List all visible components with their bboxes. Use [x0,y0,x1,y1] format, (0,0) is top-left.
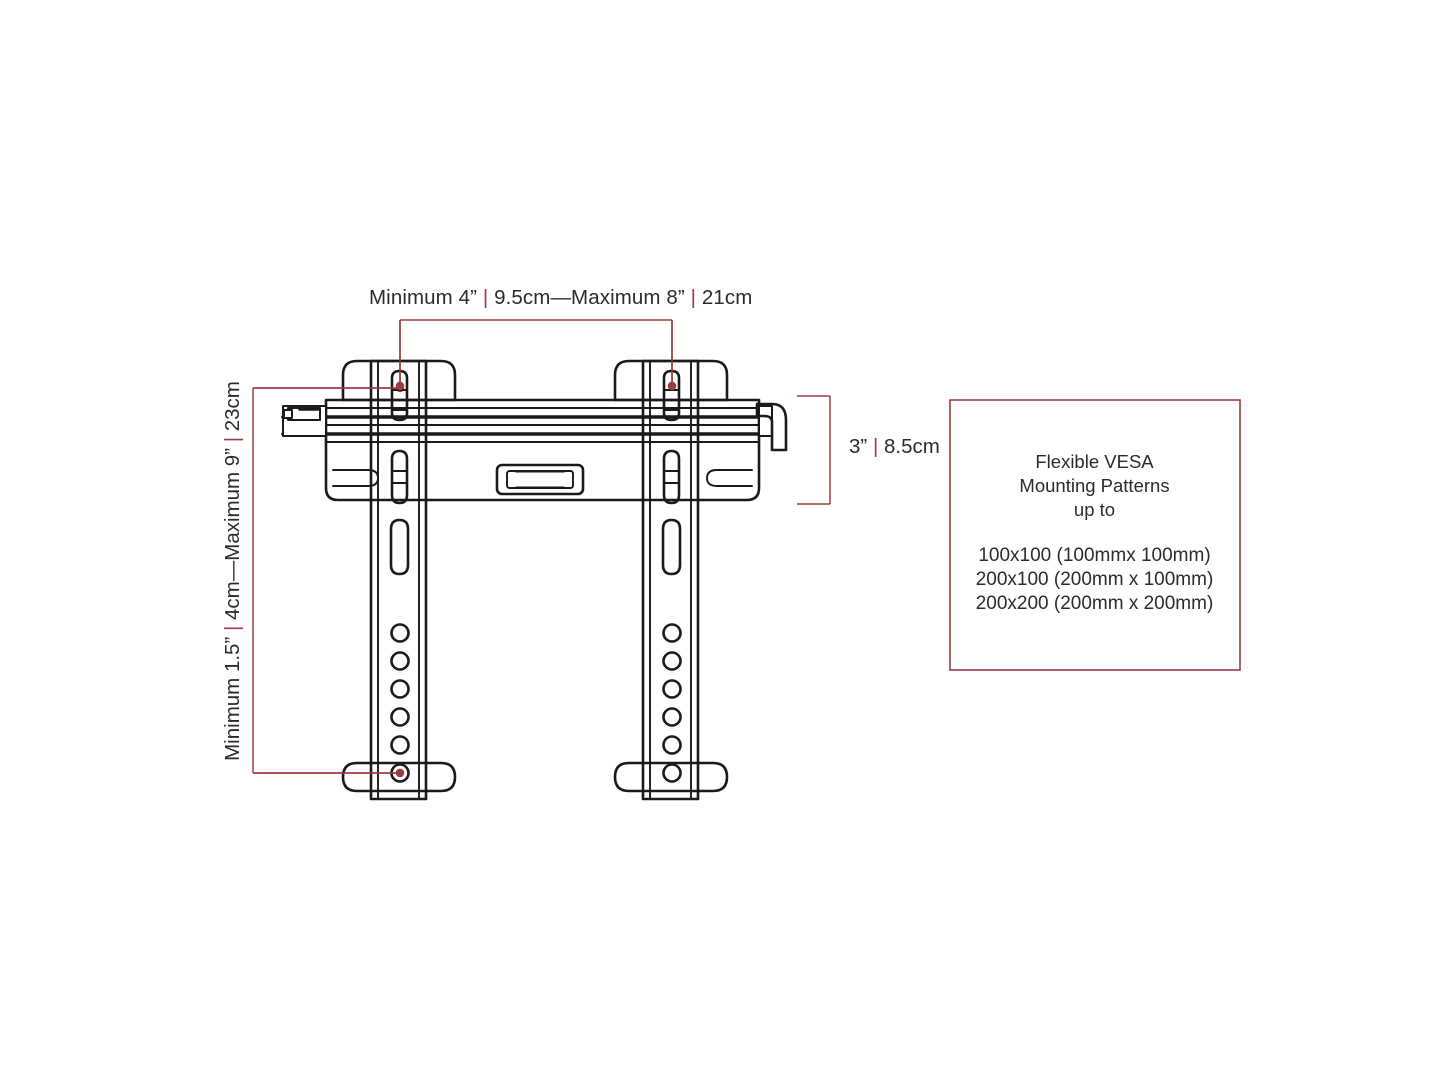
right-rail-hole-4 [662,707,682,727]
plate-rail-right-end [758,405,773,437]
left-rail-hole-5 [390,735,410,755]
horizontal-dim-min-metric: 9.5cm [494,286,551,309]
left-rail-top-cap [341,359,457,402]
bubble-level [495,463,585,496]
hook-body [755,402,788,452]
locking-pin [283,407,321,421]
left-rail-slot-middle [390,449,409,505]
right-vertical-rail [613,359,729,801]
vesa-line-1: Flexible VESA [1035,451,1154,472]
horizontal-dim-max: Maximum 8” [571,286,685,309]
vesa-pattern-item: 200x100 (200mm x 100mm) [975,569,1214,590]
horizontal-dim-dash: — [550,286,572,309]
vertical-dim-min: Minimum 1.5” [220,636,244,761]
dimension-markers-overlay [253,320,677,778]
horizontal-dim-max-metric: 21cm [701,286,753,309]
right-rail-bottom-cap [613,761,729,793]
vertical-dim-max: Maximum 9” [220,447,244,561]
right-rail-hole-2 [662,651,682,671]
safety-hook [755,402,788,452]
right-rail-top-cap [613,359,729,402]
level-housing [495,463,585,496]
right-rail-body [641,359,700,801]
vertical-dim-min-metric: 4cm [220,581,244,620]
right-rail-hole-3 [662,679,682,699]
right-rail-hole-1 [662,623,682,643]
vesa-pattern-item: 100x100 (100mmx 100mm) [978,545,1211,566]
left-rail-bottom-cap [341,761,457,793]
left-rail-hole-4 [390,707,410,727]
left-rail-hole-1 [390,623,410,643]
right-rail-hole-6 [662,763,682,783]
vesa-line-2: Mounting Patterns [1019,475,1170,496]
depth-dim-imperial: 3” [849,435,868,458]
vesa-pattern-list: 100x100 (100mmx 100mm) 200x100 (200mm x … [952,544,1237,616]
vertical-dim-max-metric: 23cm [220,381,244,432]
depth-dim-metric: 8.5cm [883,435,940,458]
depth-dim-sep: | [872,435,879,458]
vesa-line-3: up to [1073,499,1116,520]
vesa-pattern-item: 200x200 (200mm x 200mm) [975,593,1214,614]
vertical-dim-sep-1: | [220,625,244,632]
horizontal-dimension-label: Minimum 4” | 9.5cm—Maximum 8” | 21cm [369,286,753,309]
horizontal-dim-sep-2: | [690,286,697,309]
vertical-dim-sep-2: | [220,436,244,443]
horizontal-dim-sep-1: | [482,286,489,309]
right-rail-hole-5 [662,735,682,755]
depth-dimension-label: 3” | 8.5cm [849,435,940,458]
pin-head [283,409,293,419]
left-vertical-rail [341,359,457,801]
vesa-info-box: Flexible VESA Mounting Patterns up to 10… [952,450,1237,616]
vertical-dim-dash: — [220,560,244,582]
left-rail-body [369,359,428,801]
right-rail-slot-long [661,518,682,576]
vertical-dimension-label: Minimum 1.5” | 4cm—Maximum 9” | 23cm [220,381,244,761]
right-rail-slot-top [662,369,681,422]
plate-right-keyhole [706,469,753,487]
left-rail-hole-2 [390,651,410,671]
vesa-info-box-border [949,399,1241,671]
horizontal-dim-min: Minimum 4” [369,286,478,309]
left-rail-slot-long [389,518,410,576]
left-rail-slot-top [390,369,409,422]
right-rail-slot-middle [662,449,681,505]
left-rail-hole-3 [390,679,410,699]
